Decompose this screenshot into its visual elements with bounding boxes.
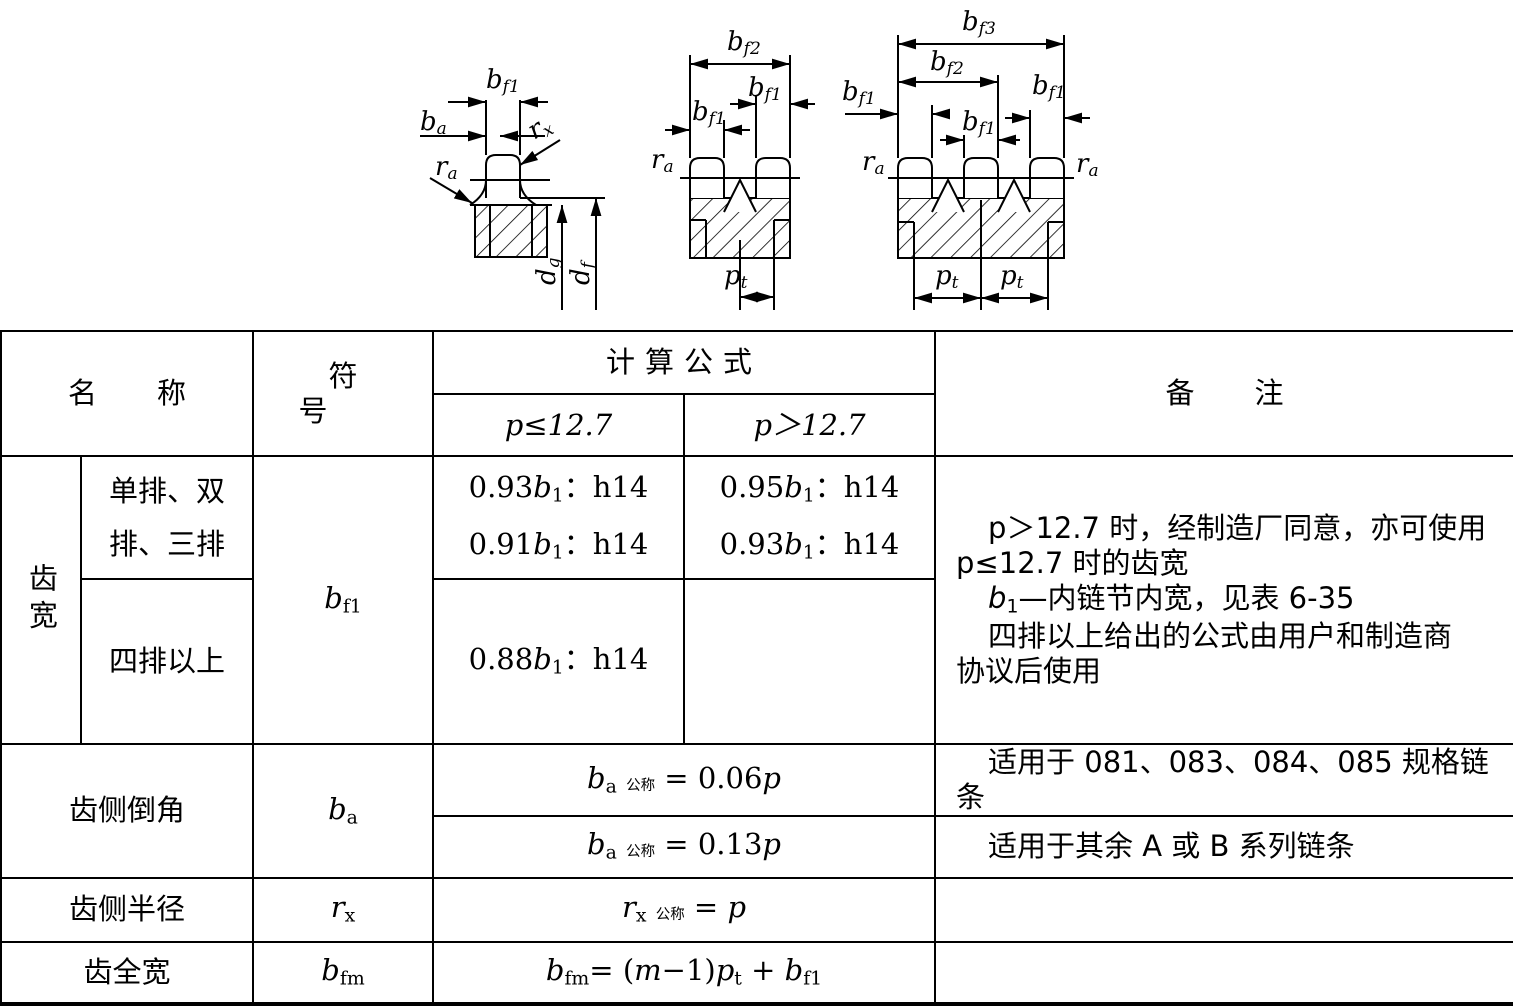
svg-text:ra: ra [435, 152, 458, 184]
svg-text:bf3: bf3 [962, 7, 996, 39]
svg-text:bf1: bf1 [962, 107, 996, 139]
header-name: 名称 [0, 330, 255, 457]
tooth-width-row1-gt: 0.95b1：h14 0.93b1：h14 [683, 455, 937, 580]
triple-row-labels: bf3 bf2 bf1 bf1 bf1 ra ra pt pt [842, 7, 1099, 293]
chamfer-formula-1: ba 公称 = 0.06p [432, 743, 937, 817]
radius-formula: rx 公称 = p [432, 876, 937, 943]
tooth-width-row1-le: 0.93b1：h14 0.91b1：h14 [432, 455, 686, 580]
full-width-symbol: bfm [252, 940, 435, 1006]
svg-text:ra: ra [862, 147, 885, 179]
double-row-profile [665, 55, 815, 310]
full-width-note [934, 940, 1513, 1006]
svg-text:dg: dg [532, 257, 564, 285]
svg-text:bf1: bf1 [1032, 71, 1066, 103]
sprocket-tooth-figure: bf1 ba rx ra dg df bf2 bf1 bf1 ra [0, 0, 1513, 330]
header-p-gt: p＞12.7 [683, 393, 937, 457]
tooth-width-symbol: bf1 [252, 455, 435, 745]
full-width-name: 齿全宽 [0, 940, 255, 1006]
tooth-width-row2-gt [683, 578, 937, 745]
svg-text:pt: pt [724, 261, 748, 293]
chamfer-name: 齿侧倒角 [0, 743, 255, 879]
svg-text:df: df [566, 259, 598, 285]
sprocket-tooth-spec-table: 名称 符号 计算公式 备注 p≤12.7 p＞12.7 齿宽 单排、双排、三排 … [0, 330, 1513, 1006]
chamfer-symbol: ba [252, 743, 435, 879]
full-width-formula: bfm= (m−1)pt + bf1 [432, 940, 937, 1006]
chamfer-note-2: 适用于其余 A 或 B 系列链条 [934, 814, 1513, 879]
svg-text:pt: pt [935, 261, 959, 293]
tooth-width-row1-label: 单排、双排、三排 [79, 455, 255, 580]
svg-text:ba: ba [420, 107, 447, 139]
svg-text:ra: ra [651, 145, 674, 177]
header-symbol: 符号 [252, 330, 435, 457]
svg-text:bf1: bf1 [692, 97, 726, 129]
svg-text:bf1: bf1 [842, 77, 876, 109]
tooth-width-group: 齿宽 [0, 455, 82, 745]
radius-note [934, 876, 1513, 943]
tooth-width-row2-label: 四排以上 [79, 578, 255, 745]
sprocket-diagram: bf1 ba rx ra dg df bf2 bf1 bf1 ra [420, 7, 1099, 310]
chamfer-note-1: 适用于 081、083、084、085 规格链条 [934, 743, 1513, 817]
svg-text:bf2: bf2 [727, 27, 761, 59]
single-row-profile [420, 96, 605, 310]
svg-text:pt: pt [1000, 261, 1024, 293]
radius-symbol: rx [252, 876, 435, 943]
svg-text:bf1: bf1 [748, 73, 782, 105]
svg-text:ra: ra [1076, 149, 1099, 181]
tooth-width-note: p＞12.7 时，经制造厂同意，亦可使用 p≤12.7 时的齿宽 b1—内链节内… [934, 455, 1513, 745]
svg-text:rx: rx [523, 109, 558, 148]
tooth-width-row2-le: 0.88b1：h14 [432, 578, 686, 745]
svg-text:bf1: bf1 [486, 65, 520, 97]
header-note: 备注 [934, 330, 1513, 457]
header-p-le: p≤12.7 [432, 393, 686, 457]
double-row-labels: bf2 bf1 bf1 ra pt [651, 27, 782, 293]
svg-text:bf2: bf2 [930, 47, 964, 79]
radius-name: 齿侧半径 [0, 876, 255, 943]
header-formula: 计算公式 [432, 330, 937, 395]
chamfer-formula-2: ba 公称 = 0.13p [432, 814, 937, 879]
triple-row-profile [845, 35, 1090, 310]
